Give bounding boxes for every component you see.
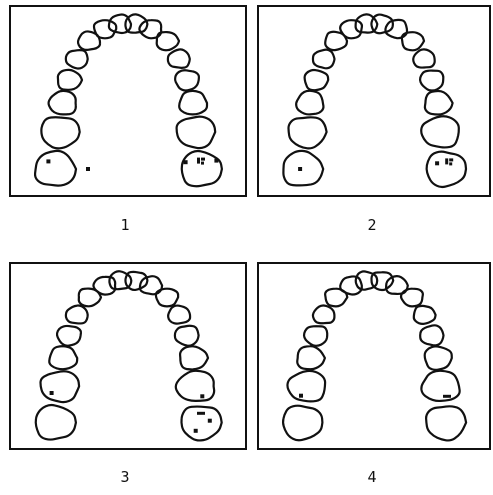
tooth-outline-right-5 xyxy=(168,49,190,67)
tooth-outline-left-2 xyxy=(287,371,325,402)
tooth-outline-right-5 xyxy=(414,306,436,324)
lesion-marker xyxy=(197,412,205,415)
tooth-outline-right-4 xyxy=(175,326,199,346)
tooth-outline-right-7 xyxy=(139,20,161,38)
panel-2-label: 2 xyxy=(352,216,392,234)
tooth-outline-left-1 xyxy=(35,151,76,186)
panel-3 xyxy=(10,263,246,449)
tooth-outline-left-7 xyxy=(340,276,362,294)
lesion-marker xyxy=(435,161,439,165)
panel-4-label: 4 xyxy=(352,468,392,486)
panel-4 xyxy=(258,263,490,449)
tooth-outline-left-3 xyxy=(49,91,76,115)
lesion-marker xyxy=(201,158,205,161)
tooth-outline-right-2 xyxy=(176,371,214,401)
tooth-outline-right-1 xyxy=(426,406,466,440)
tooth-outline-right-2 xyxy=(421,116,459,147)
panel-3-label: 3 xyxy=(105,468,145,486)
lesion-marker xyxy=(197,158,200,164)
tooth-outline-left-3 xyxy=(49,346,77,369)
tooth-outline-right-2 xyxy=(421,371,459,401)
tooth-outline-left-5 xyxy=(66,306,88,324)
tooth-outline-left-7 xyxy=(93,277,115,295)
panel-1-label: 1 xyxy=(105,216,145,234)
tooth-outline-left-2 xyxy=(41,371,80,402)
panel-1 xyxy=(10,6,246,196)
panel-2 xyxy=(258,6,490,196)
tooth-outline-right-7 xyxy=(140,276,162,294)
lesion-marker xyxy=(214,159,218,163)
tooth-outline-left-1 xyxy=(283,151,323,185)
lesion-marker xyxy=(208,419,212,423)
tooth-outline-right-5 xyxy=(168,306,190,324)
tooth-outline-left-4 xyxy=(304,326,327,346)
tooth-outline-right-4 xyxy=(420,325,443,345)
tooth-outline-right-8 xyxy=(371,15,392,34)
tooth-outline-right-3 xyxy=(425,346,452,369)
tooth-outline-left-2 xyxy=(41,117,79,148)
tooth-outline-left-7 xyxy=(340,20,362,38)
tooth-outline-right-2 xyxy=(177,117,216,148)
lesion-marker xyxy=(449,158,453,161)
lesion-marker xyxy=(46,159,50,163)
tooth-outline-right-4 xyxy=(175,70,199,90)
lesion-marker xyxy=(299,394,303,398)
panel-frame xyxy=(10,6,246,196)
panel-frame xyxy=(258,263,490,449)
tooth-outline-right-3 xyxy=(180,346,208,369)
tooth-outline-left-4 xyxy=(58,70,82,90)
tooth-outline-right-3 xyxy=(425,91,453,115)
lesion-marker xyxy=(194,429,198,433)
lesion-marker xyxy=(200,394,204,398)
tooth-outline-right-7 xyxy=(386,276,408,294)
tooth-outline-left-5 xyxy=(66,50,88,68)
lesion-marker xyxy=(445,158,448,164)
tooth-outline-left-3 xyxy=(296,91,323,115)
lesion-marker xyxy=(298,167,302,171)
tooth-outline-left-5 xyxy=(313,305,334,323)
lesion-marker xyxy=(86,167,90,171)
lesion-marker xyxy=(201,162,204,165)
tooth-outline-left-1 xyxy=(283,406,322,441)
lesion-marker xyxy=(449,162,452,165)
tooth-outline-right-1 xyxy=(427,152,466,187)
panel-frame xyxy=(258,6,490,196)
tooth-outline-left-4 xyxy=(57,326,81,346)
tooth-outline-left-7 xyxy=(94,20,116,38)
tooth-outline-right-3 xyxy=(179,91,207,115)
tooth-outline-left-5 xyxy=(313,50,335,69)
tooth-outline-right-4 xyxy=(420,71,443,91)
tooth-outline-left-3 xyxy=(297,346,325,369)
tooth-outline-left-2 xyxy=(288,117,326,148)
tooth-outline-right-7 xyxy=(385,20,407,38)
lesion-marker xyxy=(184,160,188,164)
tooth-outline-left-4 xyxy=(305,70,329,90)
tooth-outline-right-5 xyxy=(413,49,434,67)
tooth-outline-right-1 xyxy=(182,151,222,186)
tooth-outline-right-1 xyxy=(181,407,221,441)
lesion-marker xyxy=(443,395,451,398)
lesion-marker xyxy=(50,391,54,395)
tooth-outline-left-1 xyxy=(36,405,76,440)
